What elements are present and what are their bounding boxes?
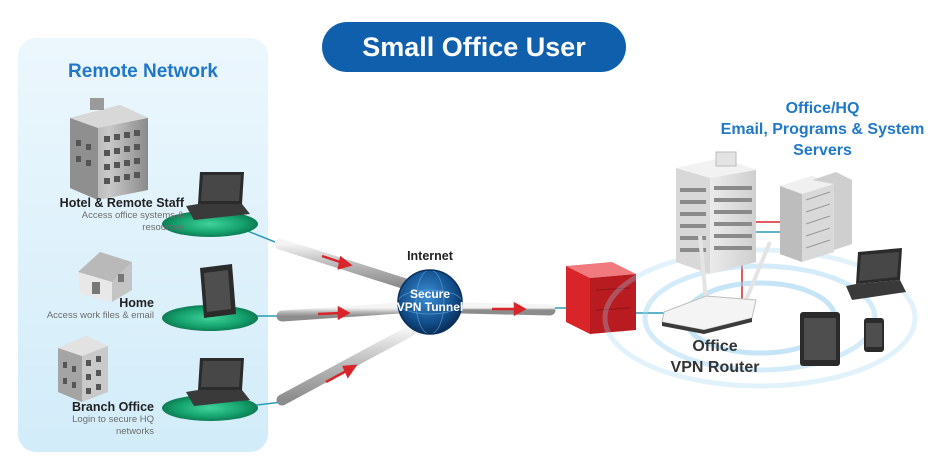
location-home: Home Access work files & email [14, 296, 154, 322]
hotel-building-icon [70, 98, 148, 200]
page-title: Small Office User [322, 22, 626, 72]
router-label-line: Office [692, 338, 738, 355]
location-desc: Access office systems & [81, 210, 184, 221]
remote-network-title: Remote Network [68, 61, 218, 82]
location-desc: networks [115, 426, 154, 437]
tunnel-line: Secure [409, 287, 451, 301]
traffic-arrows [317, 254, 527, 384]
server-rack-icon [780, 172, 852, 262]
location-hotel: Hotel & Remote Staff Access office syste… [14, 196, 184, 234]
location-desc: Login to secure HQ [72, 414, 154, 425]
hq-title: Office/HQ Email, Programs & System Serve… [700, 98, 945, 161]
hq-building-icon [676, 151, 756, 274]
hq-title-line: Email, Programs & System [720, 121, 925, 138]
tablet-icon-home [200, 264, 236, 318]
home-house-icon [78, 252, 132, 302]
location-name: Branch Office [72, 400, 154, 414]
internet-globe [397, 269, 463, 335]
router-label: Office VPN Router [650, 336, 780, 378]
vpn-router-icon [661, 235, 772, 334]
smartphone-icon [864, 318, 884, 352]
hq-title-line: Office/HQ [785, 100, 860, 117]
location-name: Home [119, 296, 154, 310]
hq-title-line: Servers [793, 142, 852, 159]
tablet-icon-office [800, 312, 840, 366]
location-desc: Access work files & email [46, 310, 154, 321]
laptop-icon-hotel [186, 172, 250, 220]
router-label-line: VPN Router [670, 359, 760, 376]
firewall [566, 262, 636, 334]
laptop-icon-branch [186, 358, 250, 406]
vpn-tunnel-label: Secure VPN Tunnel [388, 288, 472, 314]
location-branch: Branch Office Login to secure HQ network… [14, 400, 154, 438]
tunnel-line: VPN Tunnel [396, 300, 464, 314]
location-name: Hotel & Remote Staff [59, 196, 184, 210]
location-desc: resources [142, 222, 184, 233]
branch-office-building-icon [58, 336, 108, 402]
laptop-icon-office [846, 248, 906, 300]
internet-label: Internet [407, 249, 453, 263]
